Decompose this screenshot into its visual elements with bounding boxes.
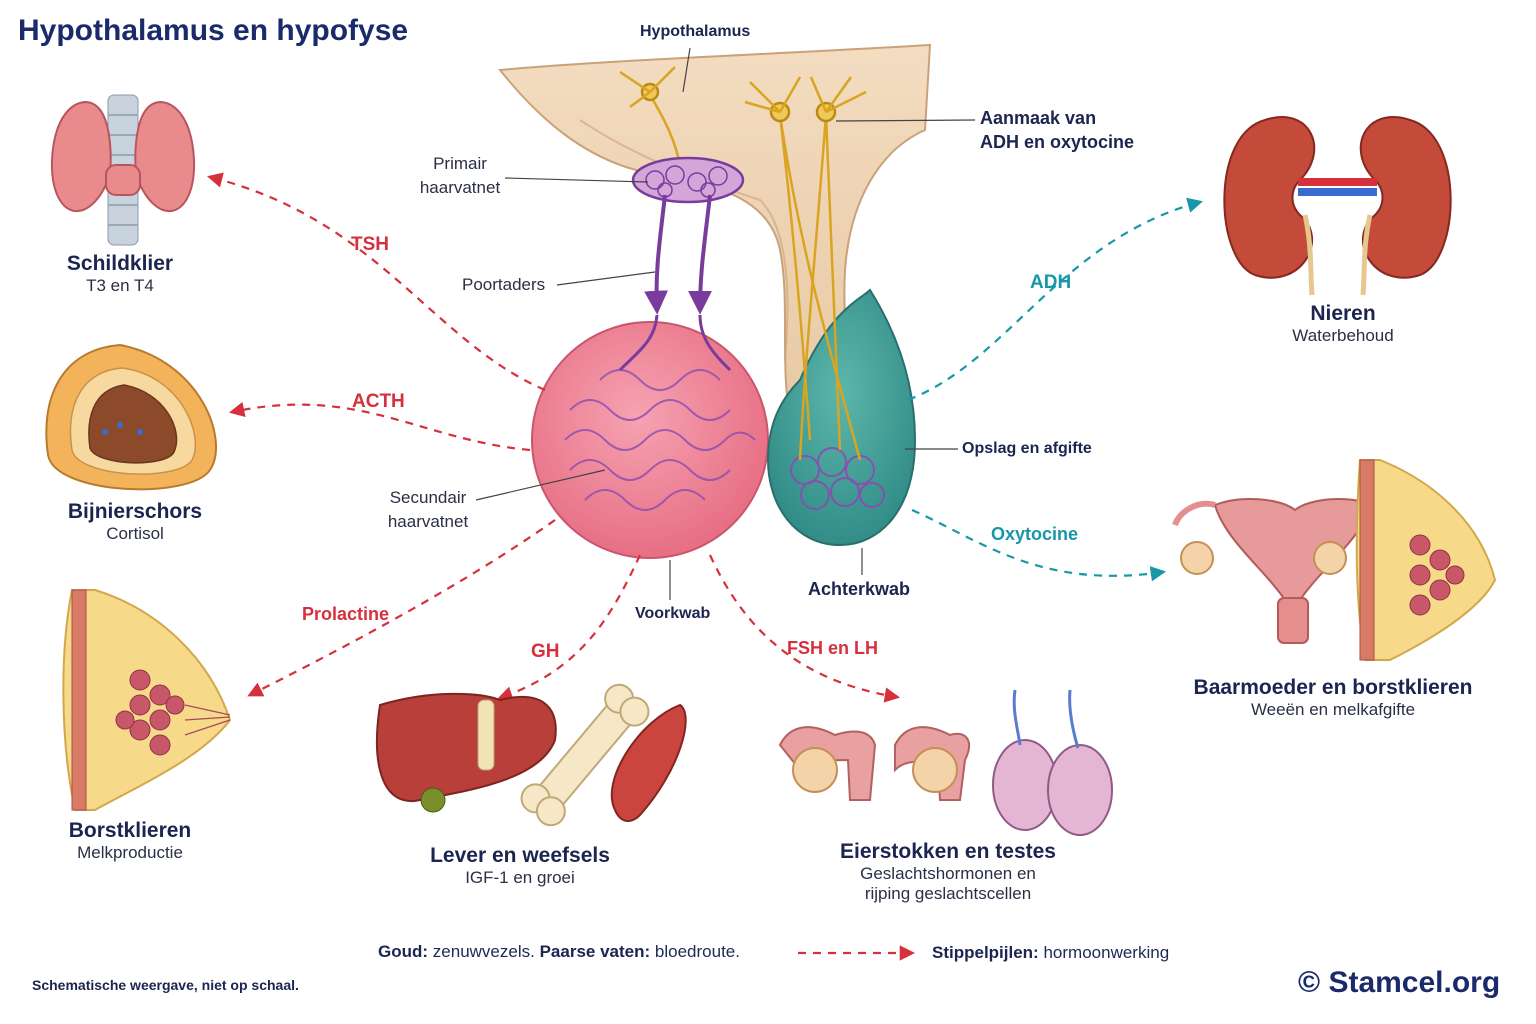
target-thyroid-effect: T3 en T4: [86, 276, 154, 295]
legend-purple-label: Paarse: [539, 942, 596, 961]
hormone-oxytocine: Oxytocine: [991, 524, 1079, 544]
label-secondary-plexus-line2: haarvatnet: [387, 512, 469, 531]
label-primary-plexus-line1: Primair: [433, 154, 487, 173]
hormone-tsh: TSH: [351, 234, 389, 255]
label-anterior-lobe: Voorkwab: [635, 605, 711, 622]
label-production: Aanmaak van ADH en oxytocine: [980, 106, 1134, 154]
target-liver: Lever en weefsels IGF-1 en groei: [400, 844, 640, 888]
legend-dashed-label: Stippelpijlen:: [932, 943, 1039, 962]
target-kidneys-name: Nieren: [1310, 302, 1376, 325]
label-hypothalamus: Hypothalamus: [640, 23, 751, 40]
label-production-line2: ADH en oxytocine: [980, 132, 1135, 152]
hormone-adh: ADH: [1030, 272, 1072, 293]
target-gonads-effect-line1: Geslachtshormonen en: [860, 864, 1036, 883]
hormone-arrows: [207, 172, 1203, 961]
copyright-brand[interactable]: © Stamcel.org: [1298, 966, 1501, 999]
target-thyroid-name: Schildklier: [66, 252, 174, 275]
legend-dashed-text: hormoonwerking: [1043, 943, 1170, 962]
target-gonads-name: Eierstokken en testes: [840, 840, 1056, 863]
hormone-prolactine: Prolactine: [302, 604, 390, 624]
hormone-fsh-lh: FSH en LH: [787, 638, 879, 658]
legend-gold-text: zenuwvezels.: [432, 942, 535, 961]
adrenal-cortex-icon: [45, 343, 217, 491]
target-uterus: Baarmoeder en borstklieren Weeën en melk…: [1188, 676, 1478, 720]
label-posterior-lobe: Achterkwab: [808, 579, 911, 599]
nerve-fibers: [619, 66, 867, 461]
target-liver-effect: IGF-1 en groei: [465, 868, 575, 887]
arrow-acth: [228, 401, 531, 452]
portal-veins: [618, 194, 732, 372]
arrow-adh: [907, 197, 1203, 402]
legend-gold-purple: Goud: zenuwvezels. Paarse vaten: bloedro…: [378, 942, 740, 962]
arrow-prolactine: [247, 519, 556, 697]
target-uterus-effect: Weeën en melkafgifte: [1250, 700, 1416, 719]
leader-lines: [475, 47, 976, 600]
label-primary-plexus-line2: haarvatnet: [419, 178, 501, 197]
posterior-lobe: [766, 288, 917, 547]
liver-bone-muscle-icon: [376, 683, 687, 827]
legend-purple-text: bloedroute.: [654, 942, 740, 961]
kidneys-icon: [1223, 116, 1452, 296]
legend-vessels-label: vaten:: [600, 942, 651, 961]
target-gonads-effect-line2: rijping geslachtscellen: [864, 884, 1032, 903]
breast-gland-icon: [62, 589, 232, 811]
target-breast-name: Borstklieren: [68, 819, 192, 842]
target-breast-effect: Melkproductie: [77, 843, 183, 862]
uterus-breast-icon: [1172, 459, 1497, 661]
target-breast: Borstklieren Melkproductie: [30, 819, 230, 863]
label-secondary-plexus: Secundair haarvatnet: [368, 486, 488, 534]
legend-gold-label: Goud:: [378, 942, 429, 961]
label-portal-veins: Poortaders: [462, 275, 546, 294]
page-title: Hypothalamus en hypofyse: [18, 14, 409, 47]
target-kidneys: Nieren Waterbehoud: [1243, 302, 1443, 346]
target-kidneys-effect: Waterbehoud: [1292, 326, 1394, 345]
label-production-line1: Aanmaak van: [980, 108, 1097, 128]
legend-dashed: Stippelpijlen: hormoonwerking: [932, 943, 1169, 963]
target-adrenal-effect: Cortisol: [106, 524, 164, 543]
label-storage: Opslag en afgifte: [962, 440, 1092, 457]
target-adrenal-name: Bijnierschors: [67, 500, 203, 523]
thyroid-icon: [50, 94, 196, 246]
target-thyroid: Schildklier T3 en T4: [20, 252, 220, 296]
primary-capillary-plexus: [631, 156, 745, 204]
target-liver-name: Lever en weefsels: [430, 844, 610, 867]
arrow-fsh-lh: [709, 554, 901, 703]
target-gonads: Eierstokken en testes Geslachtshormonen …: [818, 840, 1078, 904]
footnote: Schematische weergave, niet op schaal.: [32, 977, 299, 993]
anterior-lobe: [531, 321, 769, 559]
target-adrenal: Bijnierschors Cortisol: [35, 500, 235, 544]
hormone-gh: GH: [531, 641, 560, 662]
arrow-tsh: [207, 172, 546, 392]
arrow-gh: [497, 554, 641, 702]
ovaries-testes-icon: [778, 689, 1113, 836]
label-secondary-plexus-line1: Secundair: [389, 488, 467, 507]
hormone-acth: ACTH: [352, 391, 405, 412]
label-primary-plexus: Primair haarvatnet: [400, 152, 520, 200]
target-uterus-name: Baarmoeder en borstklieren: [1193, 676, 1473, 699]
